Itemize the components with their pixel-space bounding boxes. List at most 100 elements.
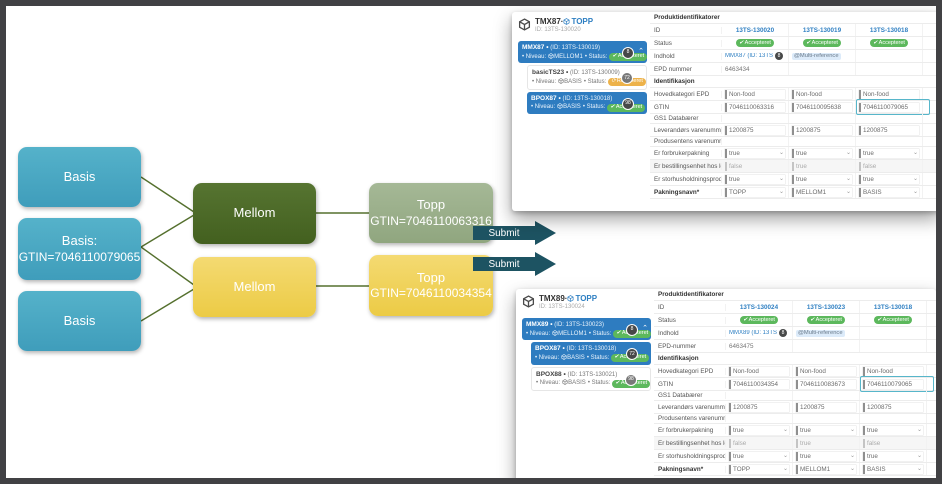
id-link[interactable]: 13TS-130023	[806, 303, 846, 311]
chevron-down-icon: ⌄	[912, 176, 918, 182]
id-link[interactable]: 13TS-130018	[869, 26, 909, 34]
chevron-down-icon: ⌄	[916, 427, 922, 433]
select-field[interactable]: true⌄	[729, 425, 789, 435]
sidebar-item-basicts23[interactable]: basicTS23 • (ID: 13TS-130009)• Niveau:BA…	[527, 65, 647, 90]
submit-arrow-1: Submit	[473, 221, 556, 245]
input-field[interactable]: Non-food	[859, 89, 919, 99]
input-field: true	[796, 438, 856, 448]
table-row-identifikasjon: Identifikasjon	[654, 353, 936, 365]
sidebar-item-bpox88[interactable]: BPOX88 • (ID: 13TS-130021)• Niveau:BASIS…	[531, 366, 651, 392]
panel-header: TMX87·TOPP ID: 13TS-130020	[518, 17, 647, 35]
content-link[interactable]: MMX87 (ID: 13TS…	[725, 53, 773, 59]
select-field[interactable]: true⌄	[792, 148, 852, 158]
check-icon: ✔	[739, 40, 744, 46]
input-field[interactable]: Non-food	[863, 366, 923, 376]
sidebar-item-name: BPOX87 •	[535, 345, 567, 353]
row-label: Er storhusholdningsprodukt	[650, 175, 722, 183]
select-field[interactable]: true⌄	[725, 174, 785, 184]
select-field[interactable]: TOPP⌄	[725, 187, 785, 197]
input-field[interactable]: Non-food	[796, 366, 856, 376]
select-field[interactable]: true⌄	[863, 425, 923, 435]
arrow-head-icon	[535, 221, 556, 245]
id-link[interactable]: 13TS-130020	[735, 26, 775, 34]
cell-produsentensvarenummer-1	[722, 137, 789, 146]
row-label: Er bestillingsenhet hos lev…	[650, 162, 722, 170]
select-field[interactable]: true⌄	[796, 425, 856, 435]
select-field[interactable]: true⌄	[725, 148, 785, 158]
select-field[interactable]: true⌄	[792, 174, 852, 184]
cell-produsentensvarenummer-2	[793, 414, 860, 423]
select-field[interactable]: true⌄	[796, 451, 856, 461]
input-field[interactable]: 7046110095638	[792, 102, 852, 112]
panel-title: TMX89·TOPP	[539, 294, 597, 303]
filler-cell	[927, 340, 936, 352]
chevron-down-icon: ⌄	[782, 453, 788, 459]
submit-arrow-2-label: Submit	[488, 258, 520, 270]
sidebar-item-id: (ID: 13TS-130018)	[566, 346, 617, 353]
input-field[interactable]: 7046110079065	[859, 102, 919, 112]
chevron-down-icon: ⌄	[778, 189, 784, 195]
input-field[interactable]: 7046110034354	[729, 379, 789, 389]
content-link[interactable]: MMX89 (ID: 13TS…	[729, 330, 777, 336]
input-field[interactable]: 7046110079065	[863, 379, 923, 389]
filler-cell	[923, 124, 936, 136]
input-field[interactable]: Non-food	[729, 366, 789, 376]
select-field[interactable]: true⌄	[859, 174, 919, 184]
chevron-down-icon: ⌄	[782, 466, 788, 472]
cell-pakningsnavn-2: MELLOM1⌄	[789, 186, 856, 198]
filler-cell	[923, 37, 936, 49]
input-field[interactable]: 1200875	[859, 125, 919, 135]
input-field[interactable]: 1200875	[729, 402, 789, 412]
check-icon: ✔	[616, 330, 621, 337]
sidebar-item-line2: • Niveau:BASIS• Status:✔Accepteret	[535, 354, 650, 363]
cell-pakningsnavn-1: TOPP⌄	[726, 463, 793, 475]
select-field[interactable]: MELLOM1⌄	[792, 187, 852, 197]
sidebar-item-id: (ID: 13TS-130018)	[562, 95, 613, 102]
select-field[interactable]: BASIS⌄	[863, 464, 923, 474]
input-field[interactable]: 7046110063316	[725, 102, 785, 112]
sidebar-item-id: (ID: 13TS-130021)	[567, 371, 618, 378]
id-link[interactable]: 13TS-130024	[739, 303, 779, 311]
select-field[interactable]: MELLOM1⌄	[796, 464, 856, 474]
cell-erbestillingsenhethoslev-1: false	[722, 160, 789, 172]
chevron-up-icon[interactable]: ⌃	[638, 48, 644, 55]
filler-cell	[927, 314, 936, 326]
input-field[interactable]: Non-food	[792, 89, 852, 99]
select-field[interactable]: true⌄	[729, 451, 789, 461]
input-field[interactable]: Non-food	[725, 89, 785, 99]
id-link[interactable]: 13TS-130018	[873, 303, 913, 311]
sidebar-item-id: (ID: 13TS-130009)	[570, 70, 620, 77]
sidebar-item-mmx87[interactable]: MMX87 • (ID: 13TS-130019)• Niveau:MELLOM…	[518, 41, 648, 64]
cell-erforbrukerpakning-1: true⌄	[722, 147, 789, 159]
select-field[interactable]: true⌄	[863, 451, 923, 461]
sidebar-item-bpox87[interactable]: BPOX87 • (ID: 13TS-130018)• Niveau:BASIS…	[527, 91, 647, 115]
sidebar-item-bpox87[interactable]: BPOX87 • (ID: 13TS-130018)• Niveau:BASIS…	[531, 342, 651, 365]
cell-epdnummer-2	[789, 63, 856, 75]
id-link[interactable]: 13TS-130019	[802, 26, 842, 34]
chevron-down-icon: ⌄	[912, 189, 918, 195]
input-field: false	[725, 161, 785, 171]
select-field[interactable]: BASIS⌄	[859, 187, 919, 197]
niveau-label: • Niveau:	[531, 104, 556, 111]
input-field[interactable]: 1200875	[792, 125, 852, 135]
filler-cell	[923, 24, 936, 36]
cell-leverandrsvarenummer-1: 1200875	[726, 401, 793, 413]
input-field[interactable]: 7046110083673	[796, 379, 856, 389]
sidebar-item-name: BPOX88 •	[536, 370, 568, 378]
niveau-value: BASIS	[561, 354, 585, 363]
select-field[interactable]: TOPP⌄	[729, 464, 789, 474]
row-label: ID	[654, 303, 726, 311]
input-field[interactable]: 1200875	[796, 402, 856, 412]
cell-produsentensvarenummer-1	[726, 414, 793, 423]
input-field[interactable]: 1200875	[863, 402, 923, 412]
chevron-up-icon[interactable]: ⌃	[642, 325, 648, 332]
select-field[interactable]: true⌄	[859, 148, 919, 158]
sidebar-item-mmx89[interactable]: MMX89 • (ID: 13TS-130023)• Niveau:MELLOM…	[522, 318, 652, 341]
input-field[interactable]: 1200875	[725, 125, 785, 135]
basis-node-1-label: Basis	[63, 168, 96, 184]
cell-erforbrukerpakning-3: true⌄	[856, 147, 923, 159]
basis-node-2-gtin: GTIN=7046110079065	[18, 249, 141, 264]
